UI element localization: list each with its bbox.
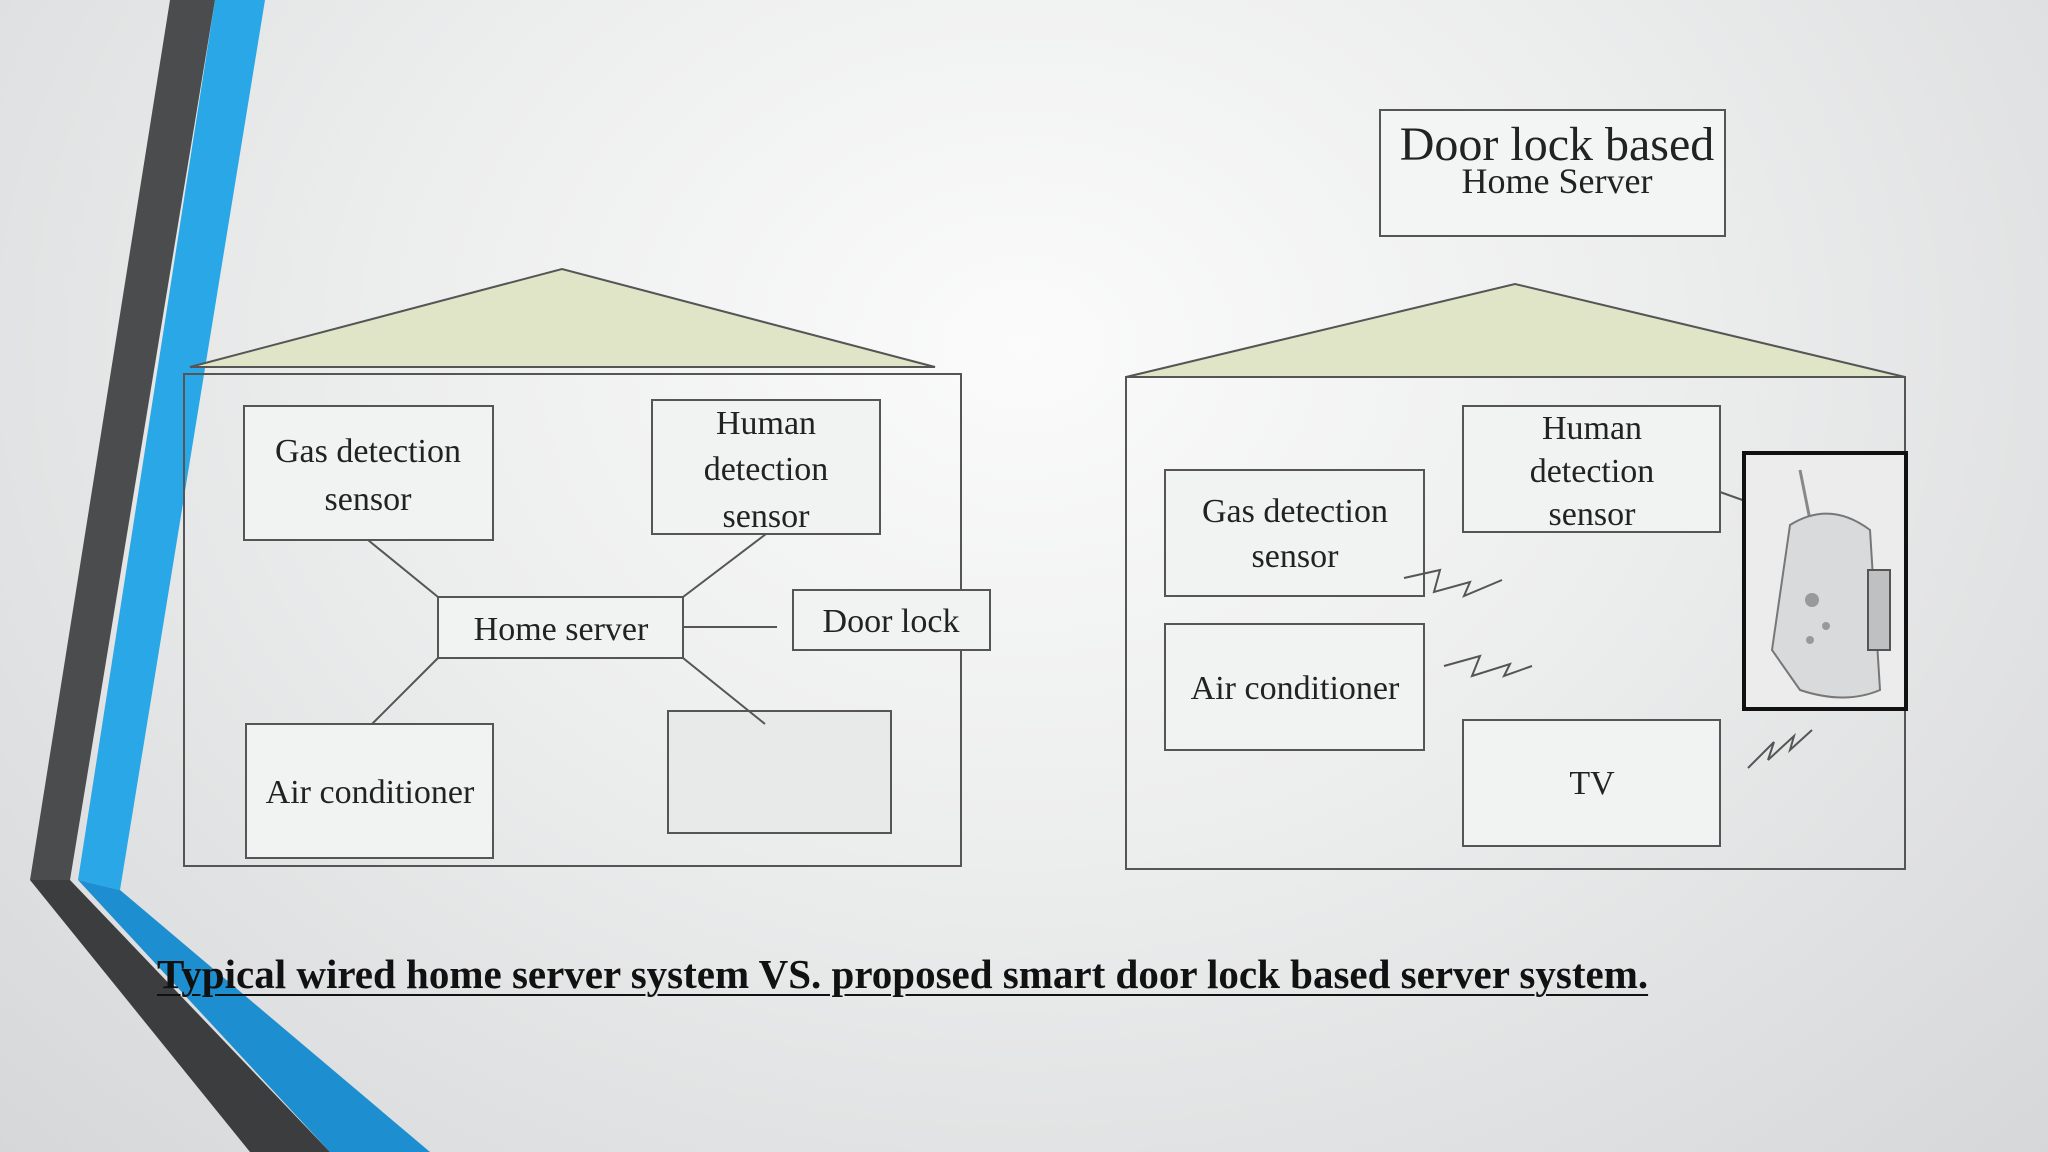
- wired-link-empty: [682, 657, 766, 725]
- slide-caption: Typical wired home server system VS. pro…: [157, 951, 1649, 997]
- door-lock-button-dot: [1806, 636, 1814, 644]
- wired-air-conditioner-box: [245, 723, 494, 859]
- wired-gas-sensor-box: [243, 405, 494, 541]
- wired-human-sensor-line1: Human: [716, 405, 816, 442]
- smart-human-sensor-line3: sensor: [1549, 496, 1637, 533]
- door-lock-device-icon: [1742, 451, 1908, 711]
- gray-stripe-lower: [30, 880, 330, 1152]
- blue-stripe: [78, 0, 265, 890]
- wireless-link-air: [1443, 654, 1533, 678]
- door-lock-button-dot: [1822, 622, 1830, 630]
- wired-gas-sensor-line2: sensor: [325, 481, 413, 518]
- smart-roof: [1125, 282, 1906, 378]
- smart-house: [1125, 282, 1906, 870]
- door-lock-handle: [1867, 569, 1891, 651]
- smart-human-sensor-box: [1462, 405, 1721, 533]
- door-lock-server-line2: Home Server: [1462, 161, 1653, 201]
- door-lock-server-box: [1379, 109, 1726, 237]
- smart-human-sensor-line2: detection: [1530, 453, 1655, 490]
- wired-empty-box: [667, 710, 892, 834]
- wireless-link-gas: [1403, 568, 1503, 598]
- blue-stripe-lower: [78, 880, 430, 1152]
- gray-stripe: [30, 0, 215, 880]
- wired-human-sensor-line3: sensor: [723, 498, 811, 535]
- smart-gas-sensor-line2: sensor: [1252, 538, 1340, 575]
- wired-home-server-label: Home server: [474, 611, 649, 648]
- smart-human-sensor-line1: Human: [1542, 410, 1642, 447]
- smart-gas-sensor-line1: Gas detection: [1202, 493, 1388, 530]
- wired-door-lock-box: [792, 589, 991, 651]
- wired-gas-sensor-line1: Gas detection: [275, 433, 461, 470]
- wired-human-sensor-line2: detection: [704, 451, 829, 488]
- door-lock-body: [1770, 512, 1882, 699]
- wired-link-gas: [367, 539, 439, 598]
- wired-link-air: [371, 657, 439, 725]
- door-lock-server-label: Door lock based Home Server: [1379, 109, 1726, 237]
- wired-link-human: [682, 533, 767, 598]
- smart-tv-label: TV: [1569, 765, 1615, 802]
- smart-gas-sensor-box: [1164, 469, 1425, 597]
- smart-air-conditioner-box: [1164, 623, 1425, 751]
- wired-roof: [189, 267, 936, 368]
- wireless-link-tv: [1747, 729, 1813, 769]
- door-lock-keyhole: [1805, 593, 1819, 607]
- wired-air-conditioner-label: Air conditioner: [266, 774, 475, 811]
- wired-human-sensor-box: [651, 399, 881, 535]
- door-lock-server-line1: Door lock based: [1400, 118, 1715, 171]
- wired-house: [183, 267, 991, 867]
- wired-door-lock-label: Door lock: [823, 603, 960, 640]
- smart-air-conditioner-label: Air conditioner: [1191, 670, 1400, 707]
- smart-tv-box: [1462, 719, 1721, 847]
- wired-home-server-box: [437, 596, 684, 659]
